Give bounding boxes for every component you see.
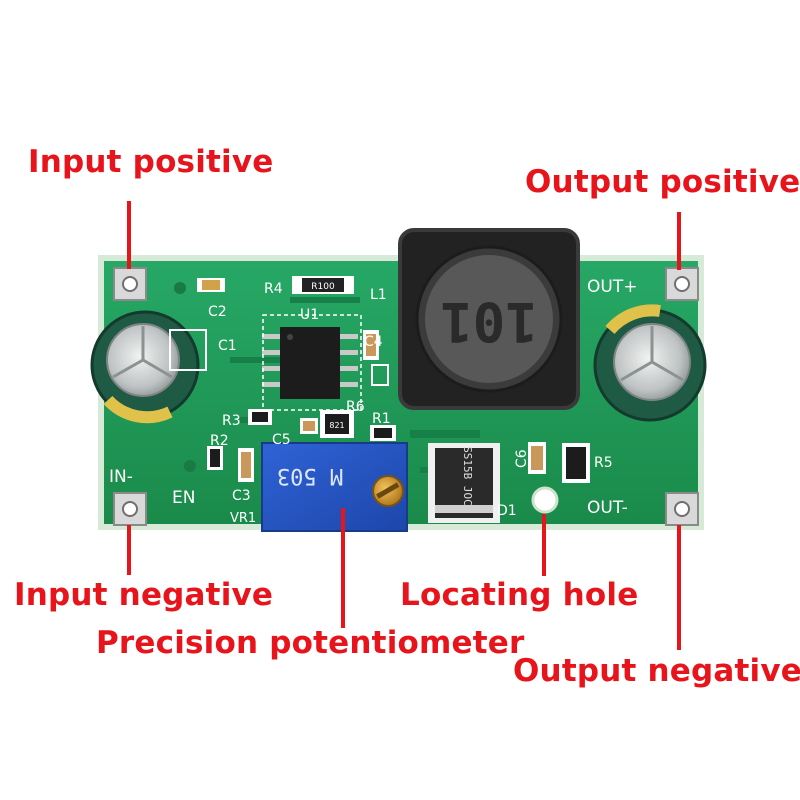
silk-c1: C1	[218, 338, 237, 354]
silk-in-minus: IN-	[109, 467, 133, 487]
pad-output-positive	[665, 267, 699, 301]
pointer-potentiometer	[341, 508, 345, 628]
silk-en: EN	[172, 488, 195, 508]
silk-out-plus: OUT+	[587, 277, 637, 297]
diode-d1: SS15B JOC	[428, 443, 500, 523]
capacitor-c3	[238, 448, 254, 482]
silk-r4: R4	[264, 281, 283, 297]
label-output-negative: Output negative	[513, 653, 800, 689]
resistor-r5	[562, 443, 590, 483]
resistor-r4: R100	[292, 276, 354, 294]
pad-output-negative	[665, 492, 699, 526]
pot-marking: M 503	[277, 463, 343, 488]
input-capacitor	[90, 310, 200, 424]
pointer-output-positive	[677, 212, 681, 270]
locating-hole	[531, 486, 559, 514]
pad-input-negative	[113, 492, 147, 526]
silk-r1: R1	[372, 411, 391, 427]
silk-r2: R2	[210, 433, 229, 449]
resistor-r1	[370, 425, 396, 441]
label-input-negative: Input negative	[14, 577, 274, 613]
label-output-positive: Output positive	[525, 164, 800, 200]
silk-c2: C2	[208, 304, 227, 320]
resistor-r3	[248, 409, 272, 425]
resistor-r2	[207, 446, 223, 470]
pointer-input-negative	[127, 525, 131, 575]
silk-d1: D1	[497, 503, 517, 519]
label-precision-potentiometer: Precision potentiometer	[96, 625, 525, 661]
silk-c4: C4	[364, 334, 383, 350]
silk-r5: R5	[594, 455, 613, 471]
l1-outline	[371, 364, 389, 386]
output-capacitor	[593, 304, 707, 422]
smd-components: R100 821	[169, 276, 590, 483]
capacitor-c4	[363, 330, 379, 360]
via-hole-2	[184, 460, 196, 472]
silk-out-minus: OUT-	[587, 498, 628, 518]
r4-marking: R100	[311, 282, 335, 292]
pad-input-positive	[113, 267, 147, 301]
silk-c3: C3	[232, 488, 251, 504]
capacitor-c6	[528, 442, 546, 474]
pointer-output-negative	[677, 525, 681, 650]
label-locating-hole: Locating hole	[400, 577, 639, 613]
via-hole	[174, 282, 186, 294]
capacitor-c5	[300, 418, 318, 434]
capacitor-c1	[169, 329, 207, 371]
silk-r6: R6	[346, 399, 365, 415]
r6-marking: 821	[329, 421, 344, 430]
label-input-positive: Input positive	[28, 144, 274, 180]
silk-c6: C6	[514, 449, 530, 468]
silkscreen-labels: C2 C1 R4 U1 L1 C4 R3 R6 R2 C5 R1 C3 VR1 …	[109, 277, 637, 526]
silk-l1: L1	[370, 287, 387, 303]
precision-potentiometer: M 503	[261, 442, 408, 532]
diode-marking: SS15B JOC	[461, 446, 474, 506]
pointer-input-positive	[127, 201, 131, 269]
u1-outline	[262, 314, 362, 411]
silk-c5: C5	[272, 432, 291, 448]
inductor: 101	[398, 228, 580, 410]
resistor-r6: 821	[320, 410, 354, 438]
inductor-marking: 101	[440, 290, 538, 353]
ic-u1	[262, 327, 358, 399]
pointer-locating-hole	[542, 514, 546, 576]
silk-u1: U1	[300, 307, 319, 323]
silk-r3: R3	[222, 413, 241, 429]
capacitor-c2	[197, 278, 225, 292]
silk-vr1: VR1	[230, 511, 256, 526]
